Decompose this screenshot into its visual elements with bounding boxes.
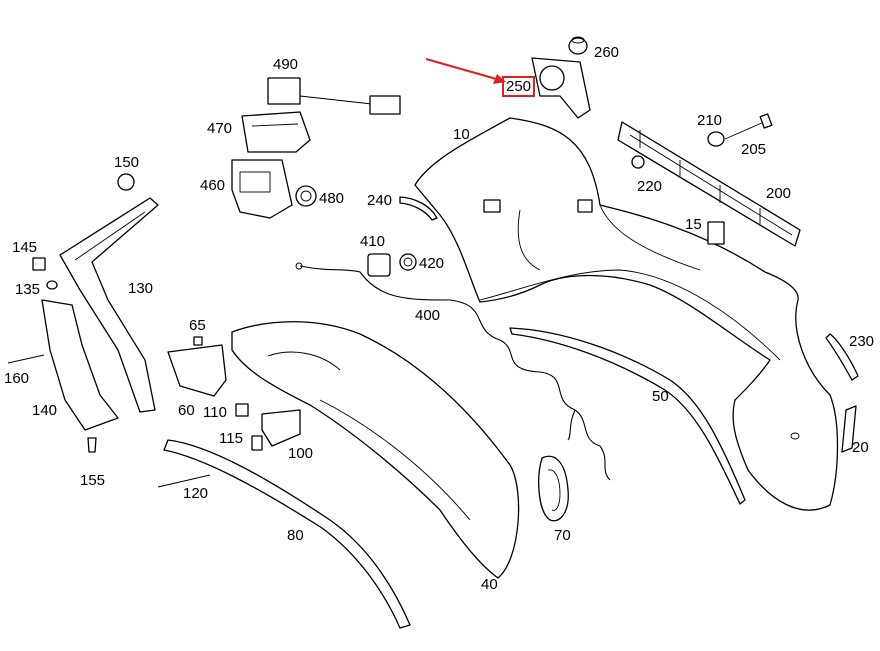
callout-80: 80 [287, 527, 304, 544]
bumper-cover-10 [414, 117, 839, 511]
callout-420: 420 [419, 255, 445, 272]
bracket-15 [707, 221, 725, 245]
callout-480: 480 [319, 190, 345, 207]
lower-panel-40 [231, 321, 520, 579]
bolt-205 [724, 113, 773, 140]
callout-490: 490 [273, 56, 299, 73]
callout-20: 20 [852, 439, 869, 456]
callout-115: 115 [219, 430, 243, 447]
callout-230: 230 [849, 333, 875, 350]
callout-470: 470 [207, 120, 233, 137]
lower-strip-80 [163, 439, 411, 629]
callout-410: 410 [360, 233, 386, 250]
sensor-490 [267, 77, 401, 115]
callout-250-highlighted: 250 [502, 76, 536, 97]
callout-120: 120 [183, 485, 209, 502]
callout-260: 260 [594, 44, 620, 61]
side-bracket-140 [41, 299, 119, 431]
clip-220 [631, 155, 645, 169]
bracket-250 [531, 57, 591, 119]
module-460 [231, 159, 293, 219]
trim-ring-70 [538, 455, 569, 522]
reflector-230 [825, 333, 859, 381]
callout-155: 155 [80, 472, 106, 489]
housing-470 [241, 111, 311, 153]
sensor-410 [367, 253, 391, 277]
reflector-20 [841, 405, 857, 453]
side-bracket-130 [59, 197, 159, 413]
strip-240 [399, 196, 438, 221]
trim-strip-50 [509, 327, 746, 505]
callout-15: 15 [685, 216, 702, 233]
callout-240: 240 [367, 192, 393, 209]
bumper-beam-200 [617, 121, 801, 247]
callout-210: 210 [697, 112, 723, 129]
clip-150 [117, 173, 135, 191]
callout-130: 130 [128, 280, 154, 297]
callout-60: 60 [178, 402, 195, 419]
bolt-120 [157, 474, 211, 488]
callout-50: 50 [652, 388, 669, 405]
bolt-160 [7, 354, 45, 364]
callout-160: 160 [4, 370, 30, 387]
callout-460: 460 [200, 177, 226, 194]
leader-arrow-250 [425, 57, 506, 84]
callout-10: 10 [453, 126, 470, 143]
callout-100: 100 [288, 445, 314, 462]
callout-205: 205 [741, 141, 767, 158]
callout-70: 70 [554, 527, 571, 544]
grommet-260 [568, 36, 588, 55]
callout-140: 140 [32, 402, 58, 419]
callout-145: 145 [12, 239, 38, 256]
clip-155 [87, 437, 97, 453]
callout-150: 150 [114, 154, 140, 171]
callout-220: 220 [637, 178, 663, 195]
callout-110: 110 [203, 404, 227, 421]
callout-135: 135 [15, 281, 41, 298]
clip-135 [46, 280, 58, 290]
clip-115 [251, 435, 263, 451]
callout-65: 65 [189, 317, 206, 334]
trim-60 [167, 344, 227, 397]
wiring-harness-400 [295, 262, 611, 481]
callout-200: 200 [766, 185, 792, 202]
clip-110 [235, 403, 249, 417]
ring-420 [399, 253, 417, 271]
grommet-480 [295, 185, 317, 207]
callout-400: 400 [415, 307, 441, 324]
clip-65 [193, 336, 203, 346]
callout-40: 40 [481, 576, 498, 593]
washer-210 [707, 131, 725, 147]
clip-145 [32, 257, 46, 271]
bracket-100 [261, 409, 301, 447]
